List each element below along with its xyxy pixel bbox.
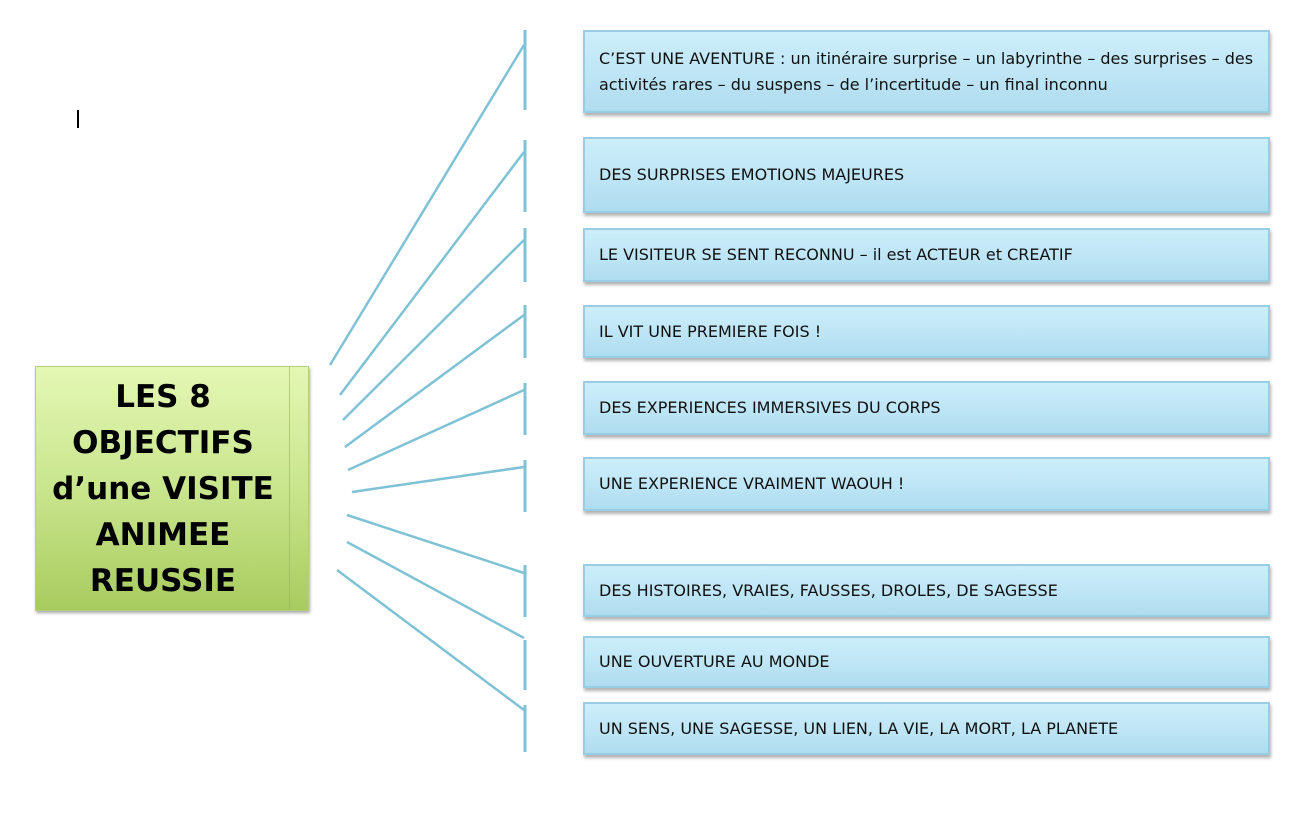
objective-text: LE VISITEUR SE SENT RECONNU – il est ACT… xyxy=(599,245,1073,264)
objective-box: DES HISTOIRES, VRAIES, FAUSSES, DROLES, … xyxy=(583,564,1270,617)
central-topic-title: LES 8 OBJECTIFS d’une VISITE ANIMEE REUS… xyxy=(52,378,274,599)
box-fold-line xyxy=(289,367,290,610)
objective-box: UNE EXPERIENCE VRAIMENT WAOUH ! xyxy=(583,457,1270,511)
objective-box: LE VISITEUR SE SENT RECONNU – il est ACT… xyxy=(583,228,1270,282)
objective-text: UNE EXPERIENCE VRAIMENT WAOUH ! xyxy=(599,474,905,493)
objective-text: UNE OUVERTURE AU MONDE xyxy=(599,652,830,671)
objective-box: DES EXPERIENCES IMMERSIVES DU CORPS xyxy=(583,381,1270,435)
connector-line xyxy=(346,540,525,640)
objective-box: IL VIT UNE PREMIERE FOIS ! xyxy=(583,305,1270,358)
objective-box: C’EST UNE AVENTURE : un itinéraire surpr… xyxy=(583,30,1270,113)
objective-text: UN SENS, UNE SAGESSE, UN LIEN, LA VIE, L… xyxy=(599,718,1119,738)
objective-box: UNE OUVERTURE AU MONDE xyxy=(583,636,1270,688)
objective-box: DES SURPRISES EMOTIONS MAJEURES xyxy=(583,137,1270,213)
objective-text: DES SURPRISES EMOTIONS MAJEURES xyxy=(599,165,905,184)
connector-line xyxy=(336,568,525,712)
connector-line xyxy=(342,239,525,421)
connector-line xyxy=(347,388,525,472)
connector-line xyxy=(328,44,526,366)
connector-line xyxy=(346,513,525,575)
connector-line xyxy=(351,465,525,494)
objective-box: UN SENS, UNE SAGESSE, UN LIEN, LA VIE, L… xyxy=(583,702,1270,755)
objective-text: DES HISTOIRES, VRAIES, FAUSSES, DROLES, … xyxy=(599,580,1058,600)
objective-text: IL VIT UNE PREMIERE FOIS ! xyxy=(599,321,822,341)
objective-text: DES EXPERIENCES IMMERSIVES DU CORPS xyxy=(599,398,941,417)
connector-line xyxy=(339,151,525,396)
connector-line xyxy=(344,313,525,449)
text-cursor xyxy=(77,110,79,128)
central-topic-box: LES 8 OBJECTIFS d’une VISITE ANIMEE REUS… xyxy=(35,366,309,611)
objective-text: C’EST UNE AVENTURE : un itinéraire surpr… xyxy=(599,48,1254,94)
